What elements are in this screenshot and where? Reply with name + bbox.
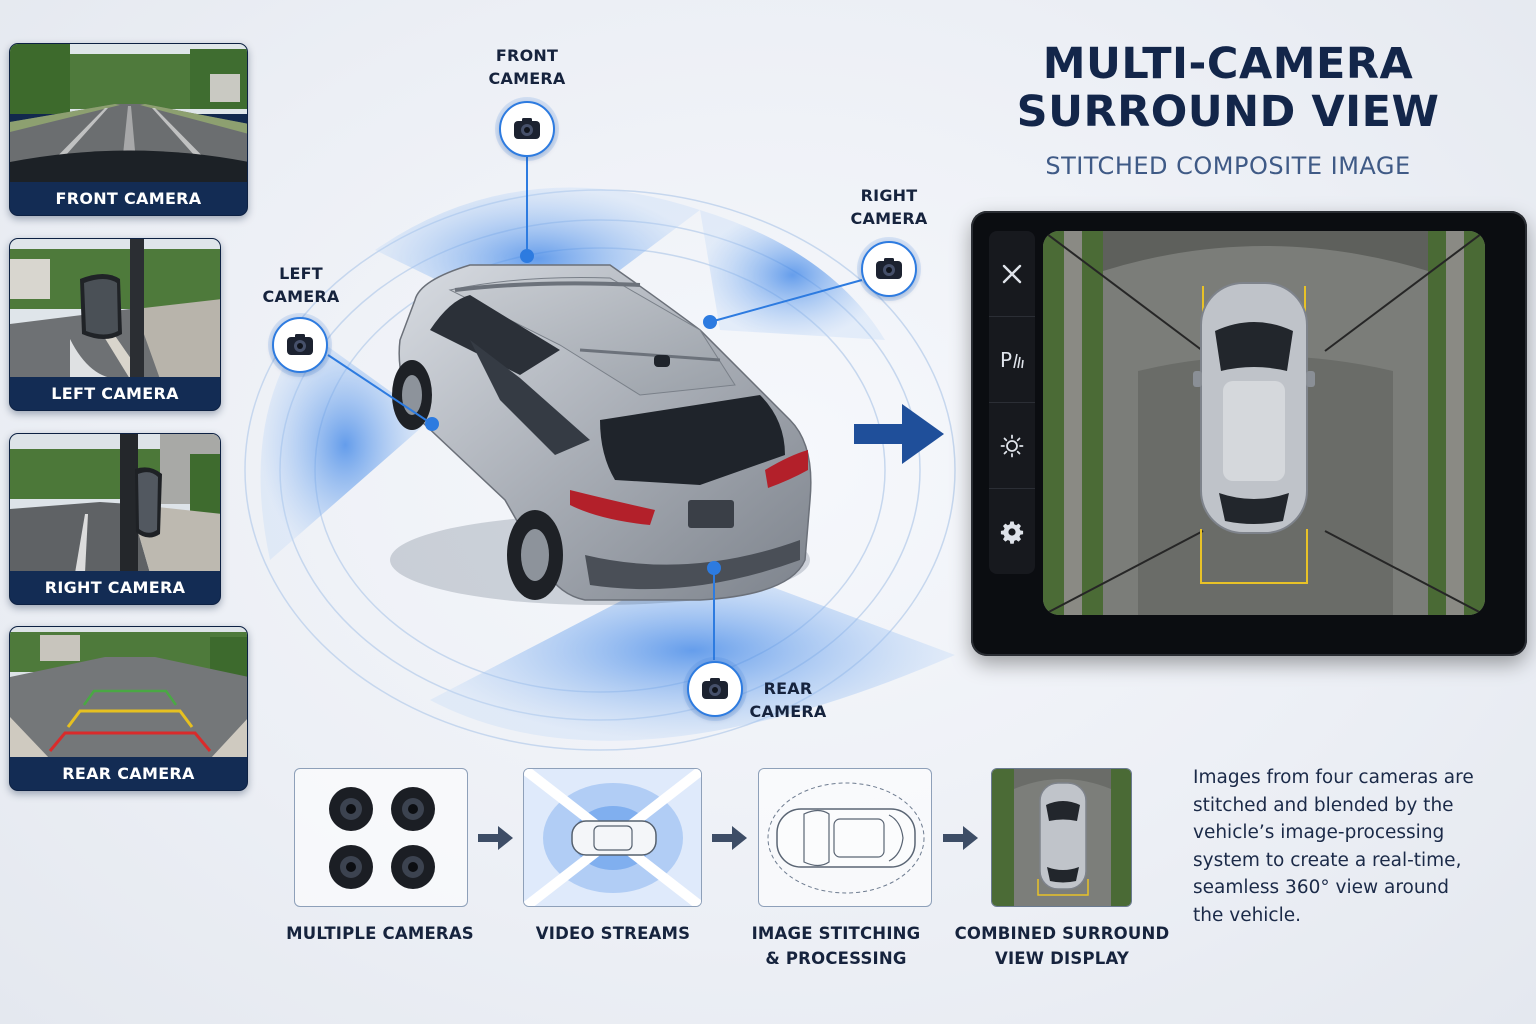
left-camera-marker [272,317,328,373]
right-camera-marker [861,241,917,297]
camera-icon [514,118,540,139]
multiple-cameras-icon [329,787,435,889]
close-icon [1002,264,1022,283]
front-camera-marker [499,101,555,157]
suv-car [390,264,812,605]
rear-camera-caption: REAR CAMERA [10,757,247,790]
front-camera-thumbnail: FRONT CAMERA [9,43,248,216]
step-label-multiple-cameras: MULTIPLE CAMERAS [286,924,474,943]
parking-letter: P [999,347,1013,372]
page-subtitle: STITCHED COMPOSITE IMAGE [1045,152,1411,180]
right-camera-thumbnail: RIGHT CAMERA [9,433,221,605]
brightness-button[interactable] [989,403,1035,489]
camera-icon [876,258,902,279]
step-multiple-cameras-box [294,768,468,907]
right-camera-caption: RIGHT CAMERA [10,571,220,604]
display-side-panel: P [989,231,1035,574]
camera-icon [702,678,728,699]
rear-coverage-fan [430,560,955,741]
settings-button[interactable] [989,489,1035,575]
step-combined-view-box [991,768,1132,907]
step-label-video-streams: VIDEO STREAMS [535,924,691,943]
front-camera-scene-image [10,44,247,184]
camera-icon [287,334,313,355]
infotainment-display: P [971,211,1527,656]
left-camera-scene-image [10,239,220,379]
flow-arrow-to-display [854,404,944,464]
right-camera-scene-image [10,434,220,573]
parking-sensor-icon: P [1000,348,1024,372]
description-text: Images from four cameras are stitched an… [1193,767,1474,926]
combined-view-thumbnail [992,769,1131,906]
brightness-icon [1000,434,1024,457]
parking-sensor-button[interactable]: P [989,317,1035,403]
image-stitching-icon [767,782,925,894]
right-coverage-fan [700,210,885,340]
left-coverage-fan [260,330,430,560]
rear-camera-marker [687,661,743,717]
left-camera-thumbnail: LEFT CAMERA [9,238,221,411]
step-video-streams-box [523,768,702,907]
front-coverage-fan [375,187,700,330]
close-button[interactable] [989,231,1035,317]
screen-car-topdown [1193,282,1315,534]
front-camera-caption: FRONT CAMERA [10,182,247,215]
rear-camera-thumbnail: REAR CAMERA [9,626,248,791]
step-label-image-stitching: IMAGE STITCHING& PROCESSING [751,924,921,968]
surround-view-screen [1043,231,1485,615]
video-streams-icon [524,769,701,906]
settings-gear-icon [1000,521,1024,544]
step-image-stitching-box [758,768,932,907]
left-camera-caption: LEFT CAMERA [10,377,220,410]
rear-camera-scene-image [10,627,247,759]
camera-leader-lines [327,157,863,660]
birds-eye-view-image [1043,231,1485,615]
camera-coverage-fans [260,187,955,741]
